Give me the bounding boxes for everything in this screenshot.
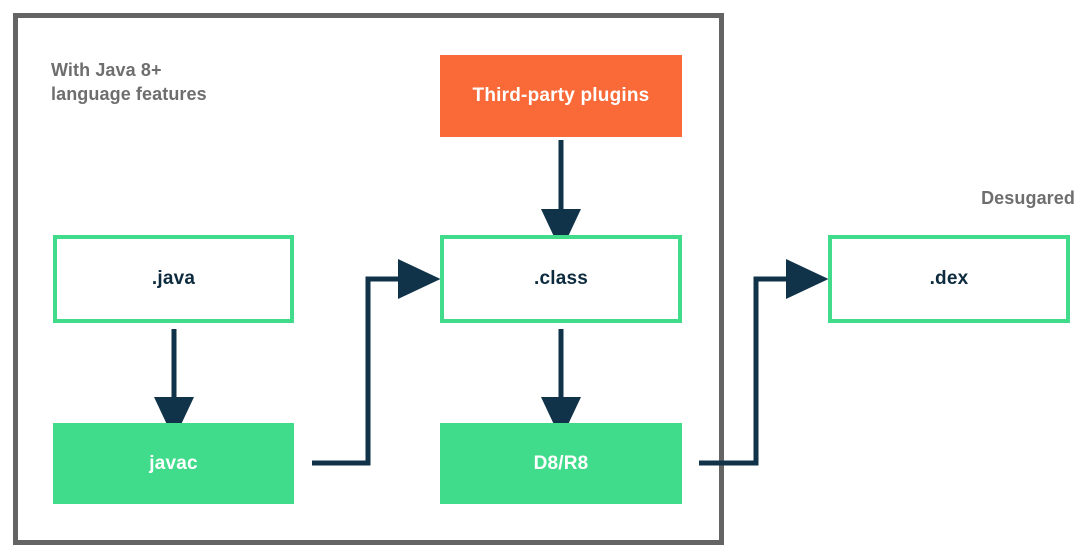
node-d8r8[interactable]: D8/R8: [440, 423, 682, 504]
desugared-caption-label: Desugared: [981, 188, 1075, 208]
node-class-file[interactable]: .class: [440, 235, 682, 323]
scope-caption-label: With Java 8+ language features: [51, 60, 207, 104]
node-javac[interactable]: javac: [53, 423, 294, 504]
node-dex-file[interactable]: .dex: [828, 235, 1070, 323]
node-third-party-plugins[interactable]: Third-party plugins: [440, 55, 682, 137]
node-java-source[interactable]: .java: [53, 235, 294, 323]
